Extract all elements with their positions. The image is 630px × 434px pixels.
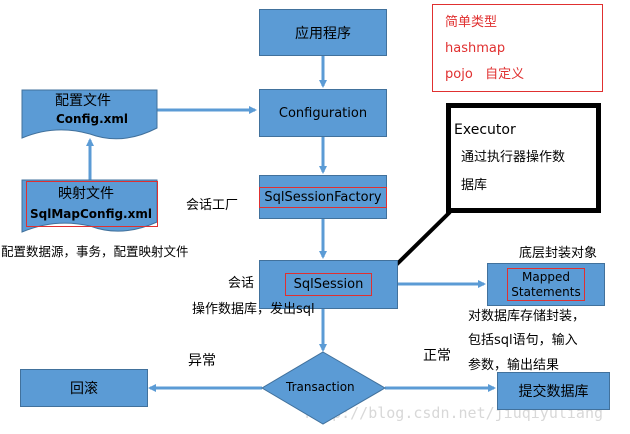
executor-box: Executor 通过执行器操作数 据库 <box>446 103 601 213</box>
factory-box: SqlSessionFactory <box>259 175 387 219</box>
config-doc-line-1: 配置文件 <box>55 93 111 109</box>
executor-connector-line <box>391 210 452 270</box>
mapped-desc-1: 对数据库存储封装， <box>468 309 586 324</box>
mapped-line-2: Statements <box>511 284 581 299</box>
session-note: 会话 <box>228 276 255 291</box>
exception-label: 异常 <box>188 353 216 369</box>
rollback-box: 回滚 <box>20 369 148 407</box>
mapped-note: 底层封装对象 <box>519 246 598 261</box>
configuration-label: Configuration <box>278 105 368 121</box>
param-type-2: hashmap <box>445 41 506 56</box>
session-box: SqlSession <box>259 260 398 309</box>
app-label: 应用程序 <box>295 25 351 42</box>
map-doc-line-2: SqlMapConfig.xml <box>30 207 152 221</box>
commit-label: 提交数据库 <box>518 384 589 400</box>
config-doc-shape <box>21 89 158 140</box>
app-box: 应用程序 <box>259 9 387 56</box>
session-desc: 操作数据库，发出sql <box>192 302 315 317</box>
transaction-label: Transaction <box>286 380 355 394</box>
param-type-3: pojo 自定义 <box>445 67 525 82</box>
mapped-desc-3: 参数，输出结果 <box>468 358 560 373</box>
config-doc-line-2: Config.xml <box>56 112 128 126</box>
factory-label: SqlSessionFactory <box>259 186 387 208</box>
session-label: SqlSession <box>284 273 373 296</box>
mapped-desc-2: 包括sql语句，输入 <box>468 333 578 348</box>
mapped-statements-box: Mapped Statements <box>487 263 605 306</box>
executor-line-1: 通过执行器操作数 <box>461 150 566 165</box>
param-type-1: 简单类型 <box>445 15 498 30</box>
rollback-label: 回滚 <box>70 381 98 397</box>
map-desc: 配置数据源，事务，配置映射文件 <box>1 244 189 259</box>
executor-title: Executor <box>454 122 516 138</box>
configuration-box: Configuration <box>259 89 387 137</box>
transaction-diamond <box>261 351 386 425</box>
normal-label: 正常 <box>423 348 451 364</box>
executor-line-2: 据库 <box>461 178 488 193</box>
param-types-box: 简单类型 hashmap pojo 自定义 <box>432 4 603 92</box>
map-doc-highlight <box>26 181 158 227</box>
commit-box: 提交数据库 <box>497 372 610 410</box>
factory-note: 会话工厂 <box>186 198 239 213</box>
mapped-statements-label: Mapped Statements <box>507 268 585 301</box>
mapped-line-1: Mapped <box>522 270 570 285</box>
map-doc-line-1: 映射文件 <box>58 186 114 202</box>
